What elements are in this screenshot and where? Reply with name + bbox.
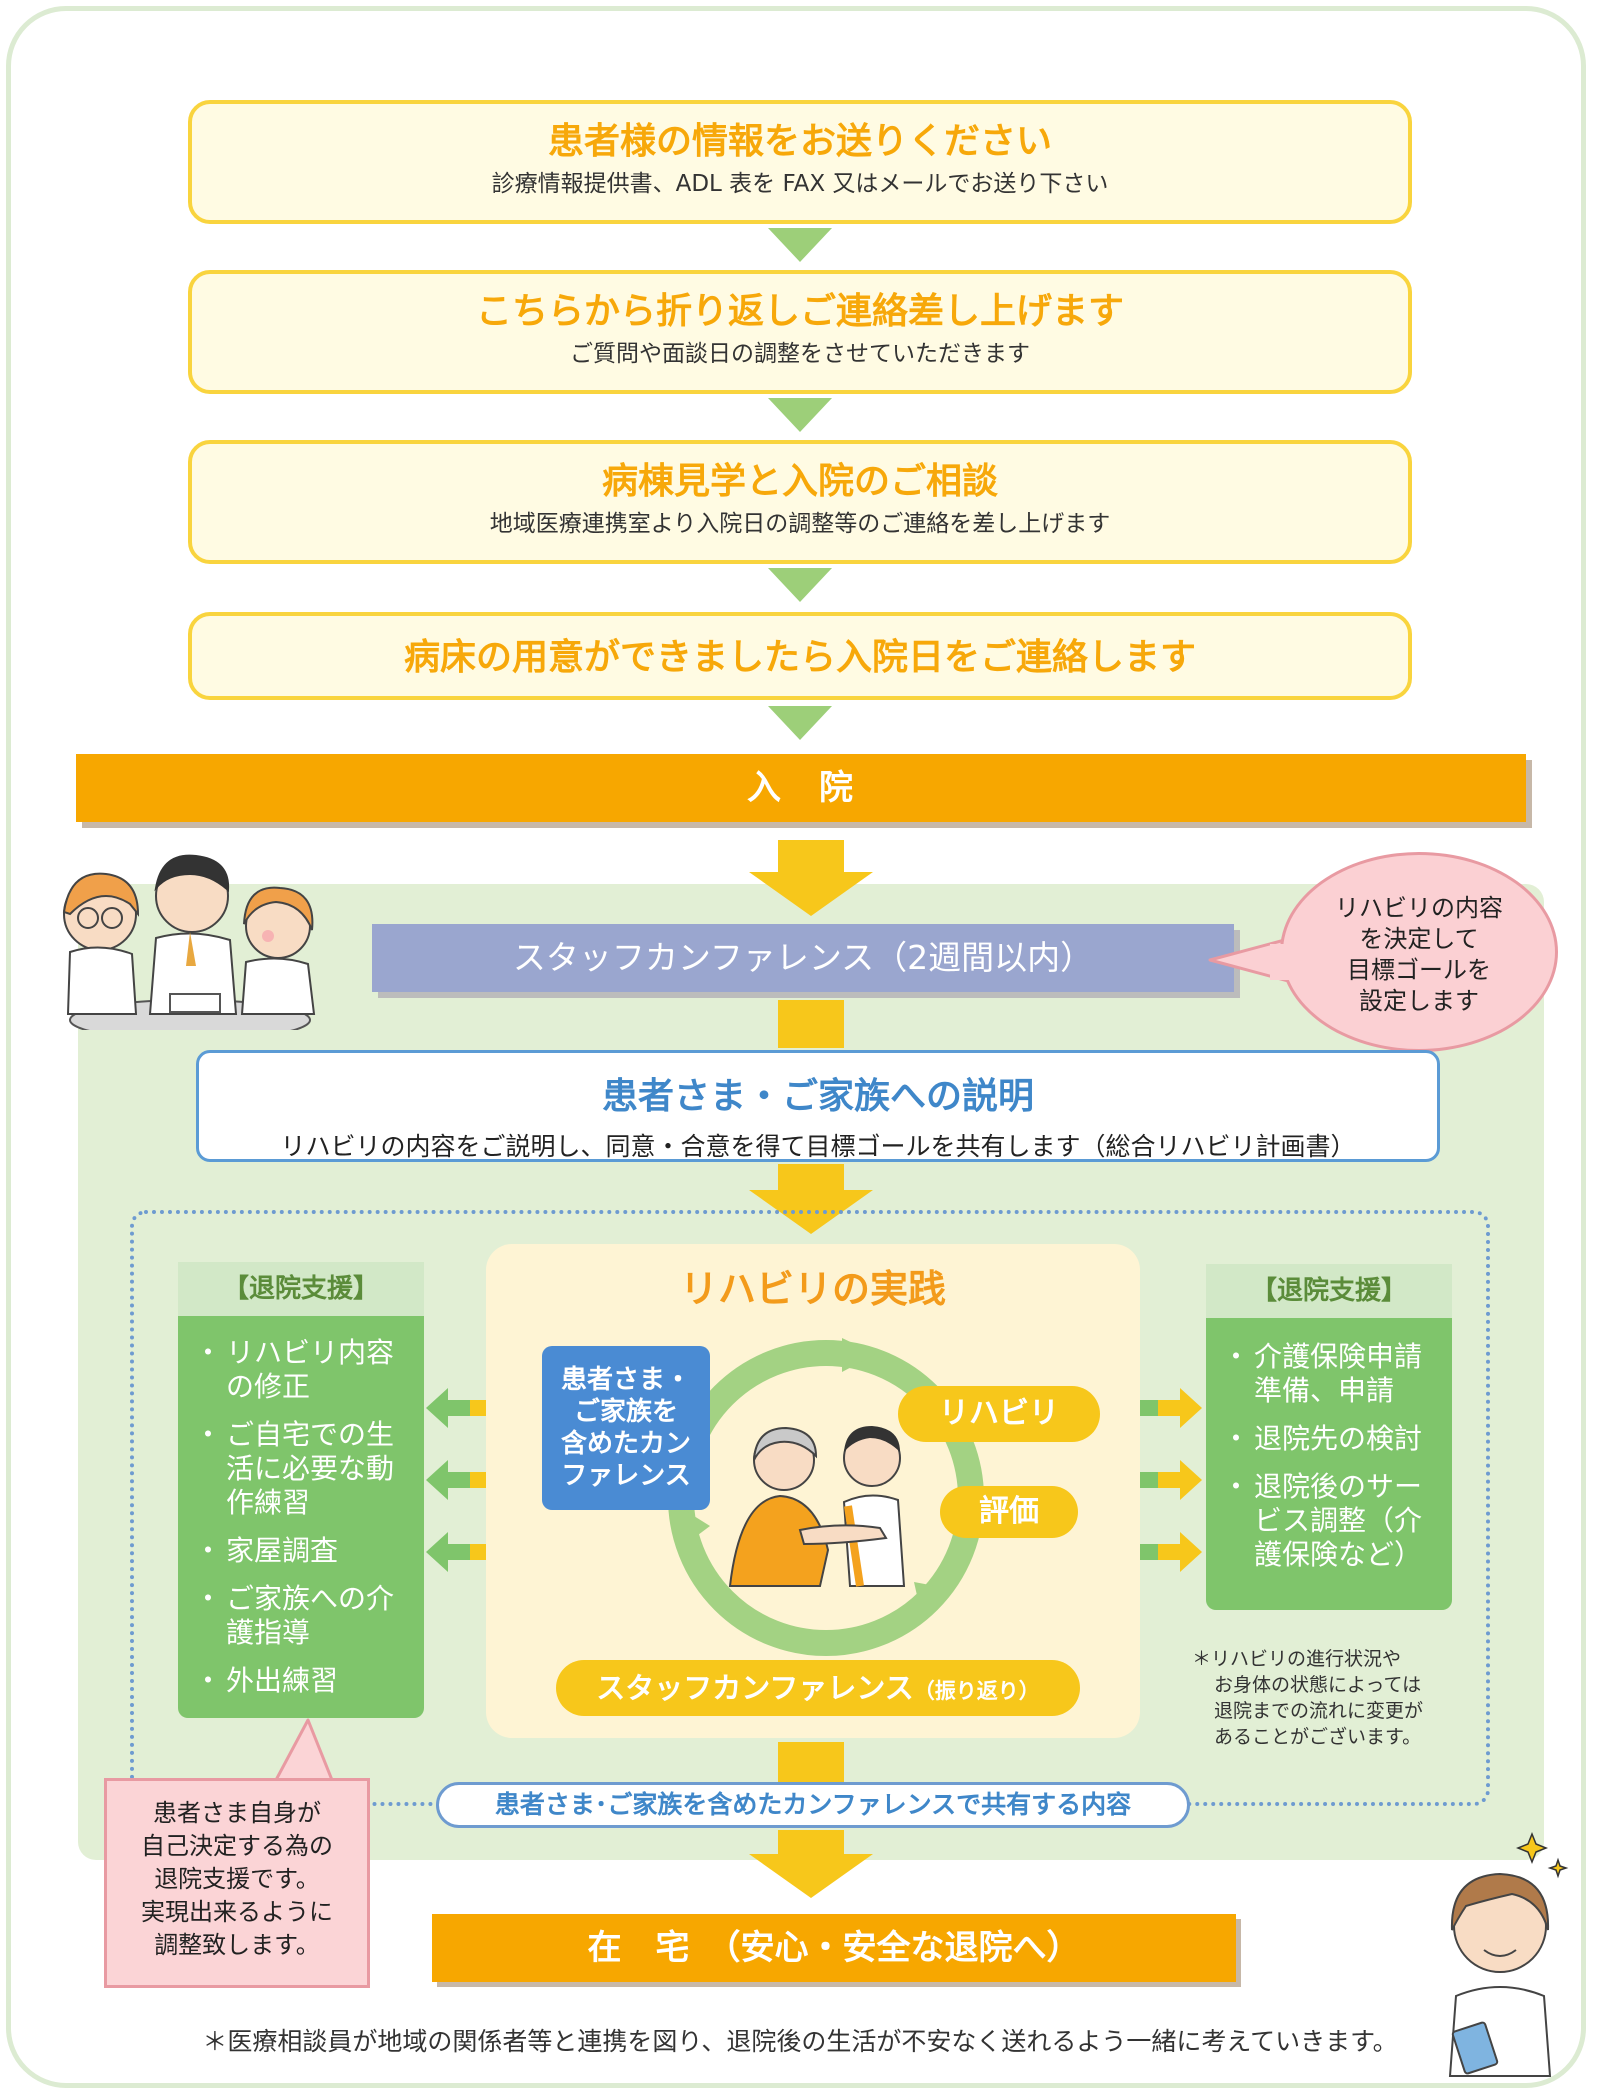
pink-note-line: 調整致します。	[154, 1931, 320, 1959]
self-decision-note: 患者さま自身が 自己決定する為の 退院支援です。 実現出来るように 調整致します…	[104, 1778, 370, 1988]
shared-content-label: 患者さま･ご家族を含めたカンファレンスで共有する内容	[436, 1782, 1190, 1828]
arrow-to-home-bar	[778, 1830, 844, 1856]
staff-review-pill: スタッフカンファレンス（振り返り）	[556, 1660, 1080, 1716]
conference-line-1: 患者さま・	[560, 1365, 691, 1395]
right-support-item: 退院先の検討	[1220, 1422, 1442, 1456]
left-support-item: ご家族への介護指導	[192, 1582, 414, 1650]
left-support-item: 家屋調査	[192, 1534, 414, 1568]
note-line: お身体の状態によっては	[1214, 1674, 1422, 1696]
step-3-sub: 地域医療連携室より入院日の調整等のご連絡を差し上げます	[489, 511, 1111, 537]
explanation-sub: リハビリの内容をご説明し、同意・合意を得て目標ゴールを共有します（総合リハビリ計…	[280, 1132, 1356, 1161]
pink-note-line: 実現出来るように	[141, 1898, 333, 1926]
footer-note: ＊医療相談員が地域の関係者等と連携を図り、退院後の生活が不安なく送れるよう一緒に…	[202, 2027, 1398, 2056]
down-arrow-3	[768, 568, 832, 602]
bubble-line-4: 設定します	[1359, 987, 1479, 1015]
note-line: ＊リハビリの進行状況や	[1192, 1648, 1402, 1670]
step-1-send-info: 患者様の情報をお送りください 診療情報提供書、ADL 表を FAX 又はメールで…	[188, 100, 1412, 224]
step-2-callback: こちらから折り返しご連絡差し上げます ご質問や面談日の調整をさせていただきます	[188, 270, 1412, 394]
progress-change-note: ＊リハビリの進行状況や お身体の状態によっては 退院までの流れに変更が あること…	[1192, 1646, 1462, 1750]
left-support-item: ご自宅での生活に必要な動作練習	[192, 1418, 414, 1520]
step-2-title: こちらから折り返しご連絡差し上げます	[475, 291, 1124, 332]
family-conference-box: 患者さま・ ご家族を 含めたカン ファレンス	[542, 1346, 710, 1510]
left-support-item: 外出練習	[192, 1664, 414, 1698]
arrow-rehab-to-shared	[778, 1742, 844, 1784]
explanation-title: 患者さま・ご家族への説明	[601, 1076, 1034, 1117]
bubble-tail-cover	[1270, 944, 1290, 980]
left-support-box: リハビリ内容の修正 ご自宅での生活に必要な動作練習 家屋調査 ご家族への介護指導…	[178, 1316, 424, 1718]
step-1-title: 患者様の情報をお送りください	[547, 121, 1052, 162]
pink-note-line: 自己決定する為の	[141, 1832, 333, 1860]
note-line: あることがございます。	[1214, 1726, 1422, 1748]
staff-review-label: スタッフカンファレンス	[596, 1671, 914, 1705]
arrow-explain-to-rehab-bar	[778, 1164, 844, 1192]
arrow-admission-to-staff-bar	[778, 840, 844, 874]
nurse-illustration	[1448, 1831, 1569, 2077]
right-support-box: 介護保険申請準備、申請 退院先の検討 退院後のサービス調整（介護保険など）	[1206, 1318, 1452, 1610]
goal-setting-bubble: リハビリの内容 を決定して 目標ゴールを 設定します	[1280, 852, 1558, 1052]
left-support-heading: 【退院支援】	[178, 1262, 424, 1316]
step-2-sub: ご質問や面談日の調整をさせていただきます	[570, 341, 1030, 367]
note-line: 退院までの流れに変更が	[1214, 1700, 1424, 1722]
staff-review-small: （振り返り）	[913, 1679, 1040, 1703]
step-1-sub: 診療情報提供書、ADL 表を FAX 又はメールでお送り下さい	[491, 171, 1109, 197]
pink-note-line: 患者さま自身が	[153, 1799, 321, 1827]
down-arrow-1	[768, 228, 832, 262]
step-3-visit: 病棟見学と入院のご相談 地域医療連携室より入院日の調整等のご連絡を差し上げます	[188, 440, 1412, 564]
conference-line-2: ご家族を	[573, 1397, 678, 1427]
arrow-to-home-head	[749, 1854, 873, 1898]
patient-family-explanation: 患者さま・ご家族への説明 リハビリの内容をご説明し、同意・合意を得て目標ゴールを…	[196, 1050, 1440, 1162]
bubble-line-1: リハビリの内容	[1335, 894, 1503, 922]
right-support-item: 退院後のサービス調整（介護保険など）	[1220, 1470, 1442, 1572]
conference-line-3: 含めたカン	[560, 1429, 691, 1459]
left-support-item: リハビリ内容の修正	[192, 1336, 414, 1404]
step-4-title: 病床の用意ができましたら入院日をご連絡します	[403, 637, 1196, 678]
pink-note-tail	[274, 1718, 334, 1782]
step-3-title: 病棟見学と入院のご相談	[601, 461, 998, 502]
conference-line-4: ファレンス	[561, 1461, 691, 1491]
evaluation-pill: 評価	[940, 1486, 1078, 1538]
admission-bar: 入 院	[76, 754, 1526, 822]
right-support-item: 介護保険申請準備、申請	[1220, 1340, 1442, 1408]
staff-meeting-illustration	[62, 854, 316, 1030]
down-arrow-4	[768, 706, 832, 740]
arrow-staff-to-explain	[778, 1000, 844, 1048]
bubble-line-2: を決定して	[1359, 925, 1479, 953]
therapist-patient-illustration	[728, 1426, 906, 1587]
pink-note-line: 退院支援です。	[154, 1865, 320, 1893]
home-discharge-bar: 在 宅 （安心・安全な退院へ）	[432, 1914, 1236, 1982]
step-4-bed-ready: 病床の用意ができましたら入院日をご連絡します	[188, 612, 1412, 700]
down-arrow-2	[768, 398, 832, 432]
right-support-heading: 【退院支援】	[1206, 1264, 1452, 1318]
bubble-line-3: 目標ゴールを	[1347, 956, 1491, 984]
rehab-pill: リハビリ	[898, 1386, 1100, 1442]
rehab-practice-title: リハビリの実践	[679, 1267, 946, 1311]
staff-conference-bar: スタッフカンファレンス（2週間以内）	[372, 924, 1234, 992]
arrow-admission-to-staff-head	[749, 872, 873, 916]
